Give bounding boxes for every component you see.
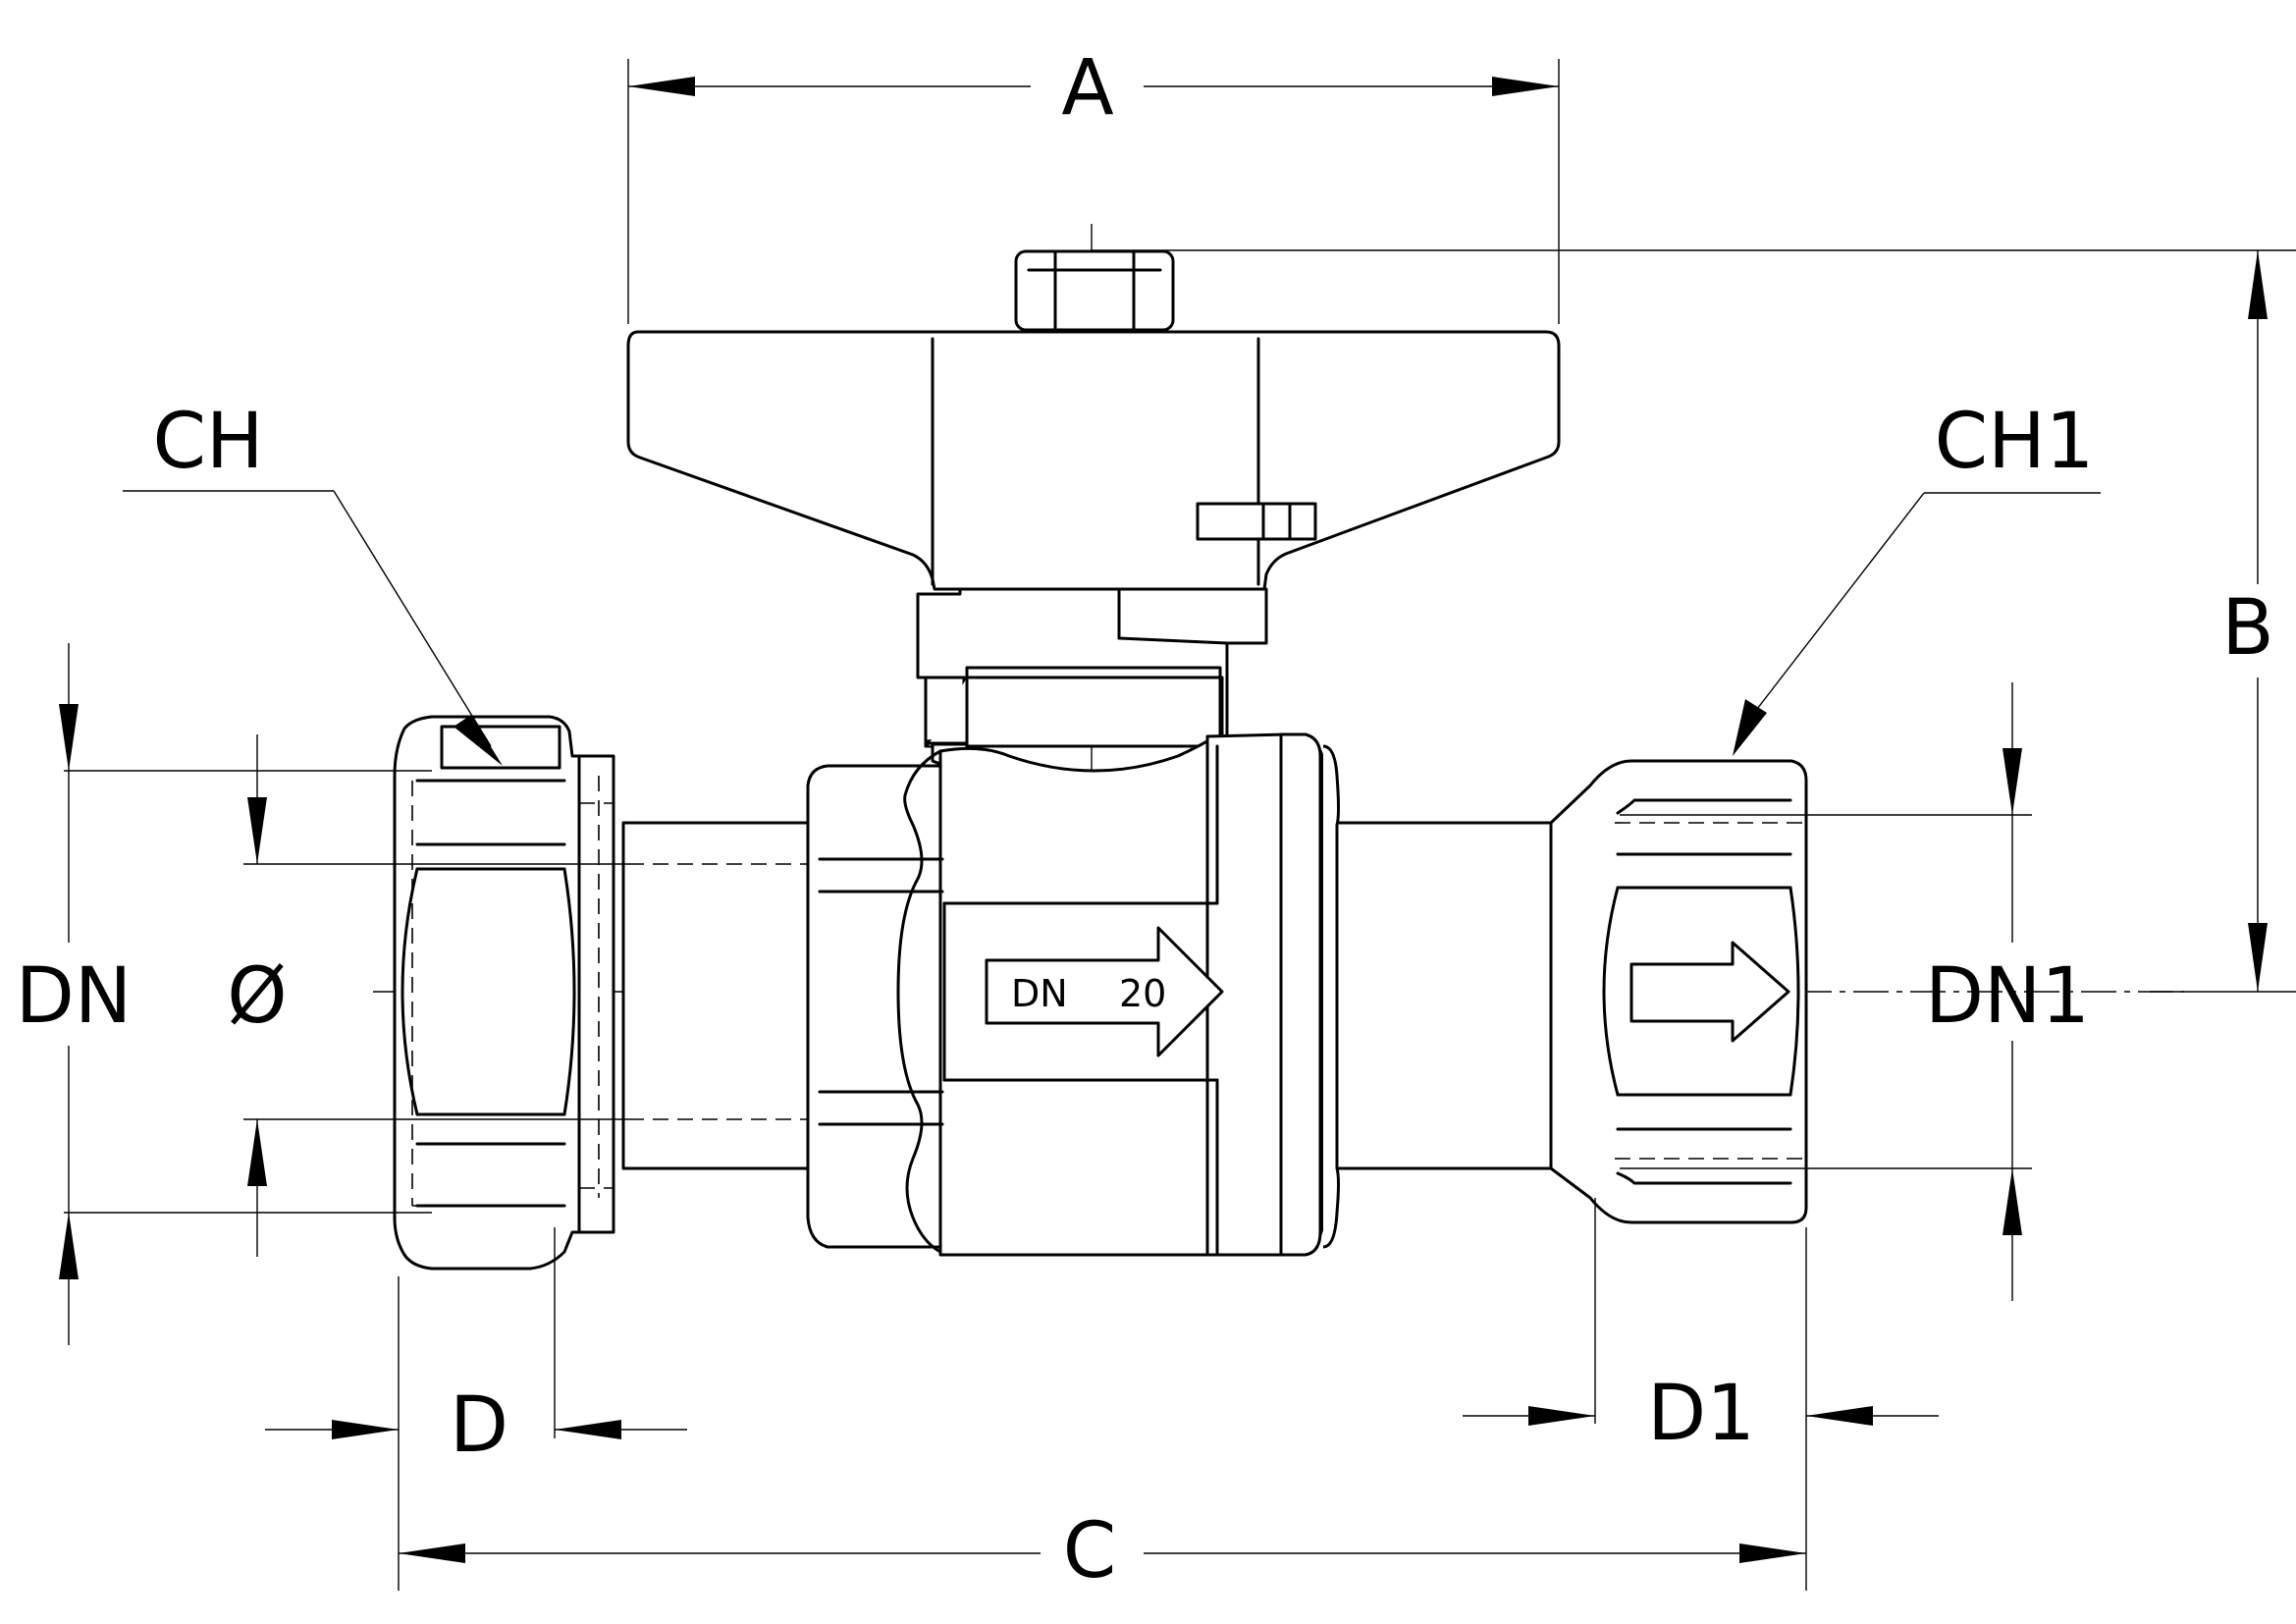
body-marking-size: 20 xyxy=(1119,972,1166,1015)
label-c: C xyxy=(1063,1507,1116,1596)
body-marking-dn: DN xyxy=(1011,972,1068,1015)
body-flow-arrow: DN 20 xyxy=(985,926,1224,1057)
left-connection xyxy=(393,715,810,1271)
valve-handle xyxy=(626,249,1561,738)
label-ch: CH xyxy=(152,398,263,486)
label-dn: DN xyxy=(16,952,132,1041)
label-b: B xyxy=(2221,584,2274,673)
label-d1: D1 xyxy=(1647,1370,1755,1458)
label-d: D xyxy=(450,1381,508,1470)
label-dn1: DN1 xyxy=(1925,952,2090,1041)
dimension-lines xyxy=(59,59,2296,1591)
dimension-labels: A B C D D1 CH CH1 DN DN1 Ø xyxy=(16,44,2274,1596)
label-a: A xyxy=(1061,44,1113,133)
label-diameter: Ø xyxy=(227,952,287,1041)
right-connection xyxy=(1322,744,1808,1249)
label-ch1: CH1 xyxy=(1935,398,2095,486)
